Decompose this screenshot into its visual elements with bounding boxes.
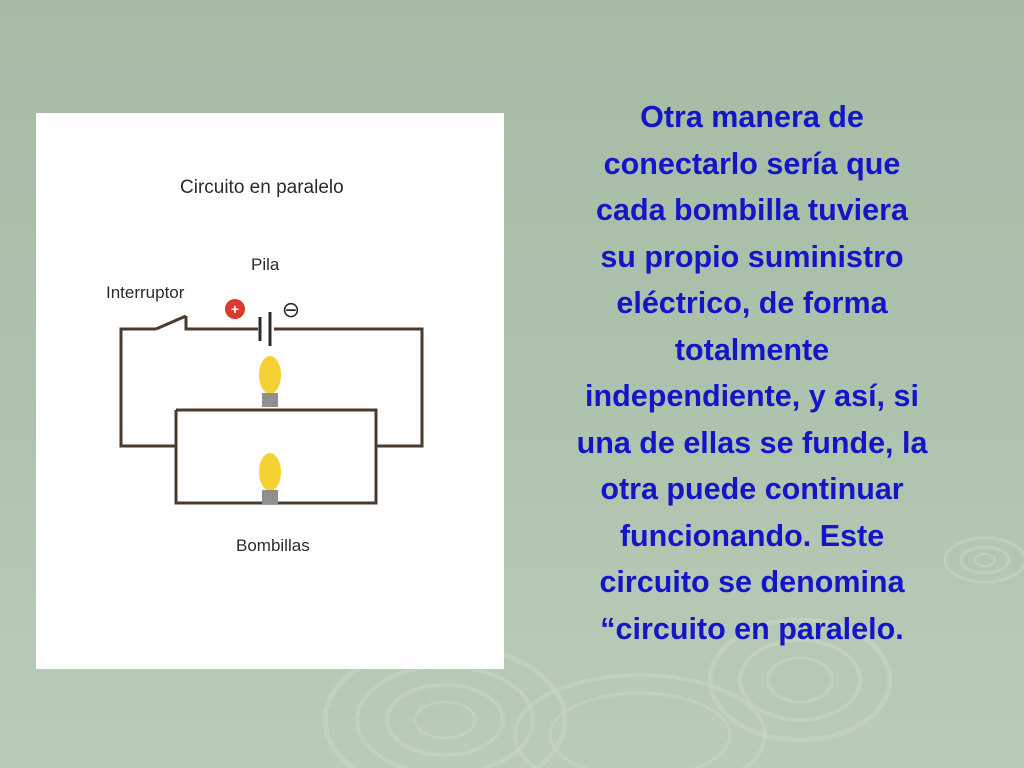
bulb-base-icon [262, 393, 278, 407]
positive-terminal-icon: + [225, 299, 245, 319]
negative-terminal-sign: ⊖ [282, 298, 300, 323]
wire-left-outer [119, 327, 176, 448]
circuit-figure: Circuito en paralelo Pila Interruptor Bo… [36, 113, 504, 669]
bulb-icon [259, 453, 281, 491]
slide-body-text: Otra manera de conectarlo sería que cada… [576, 100, 928, 646]
bulb-top [259, 356, 281, 407]
wire-right-outer [274, 327, 424, 448]
battery-label: Pila [251, 255, 280, 274]
positive-terminal-sign: + [231, 301, 239, 317]
parallel-circuit-diagram: Circuito en paralelo Pila Interruptor Bo… [106, 177, 424, 555]
switch-lever [155, 314, 187, 331]
bulb-base-icon [262, 490, 278, 504]
bulb-icon [259, 356, 281, 394]
circuit-wires [119, 314, 424, 505]
diagram-title: Circuito en paralelo [180, 177, 344, 198]
switch-label: Interruptor [106, 283, 185, 302]
wire-switch-to-battery [184, 316, 258, 331]
battery-symbol [258, 312, 272, 346]
bulbs-label: Bombillas [236, 536, 310, 555]
bulb-bottom [259, 453, 281, 504]
wire-parallel-loop [174, 408, 378, 505]
